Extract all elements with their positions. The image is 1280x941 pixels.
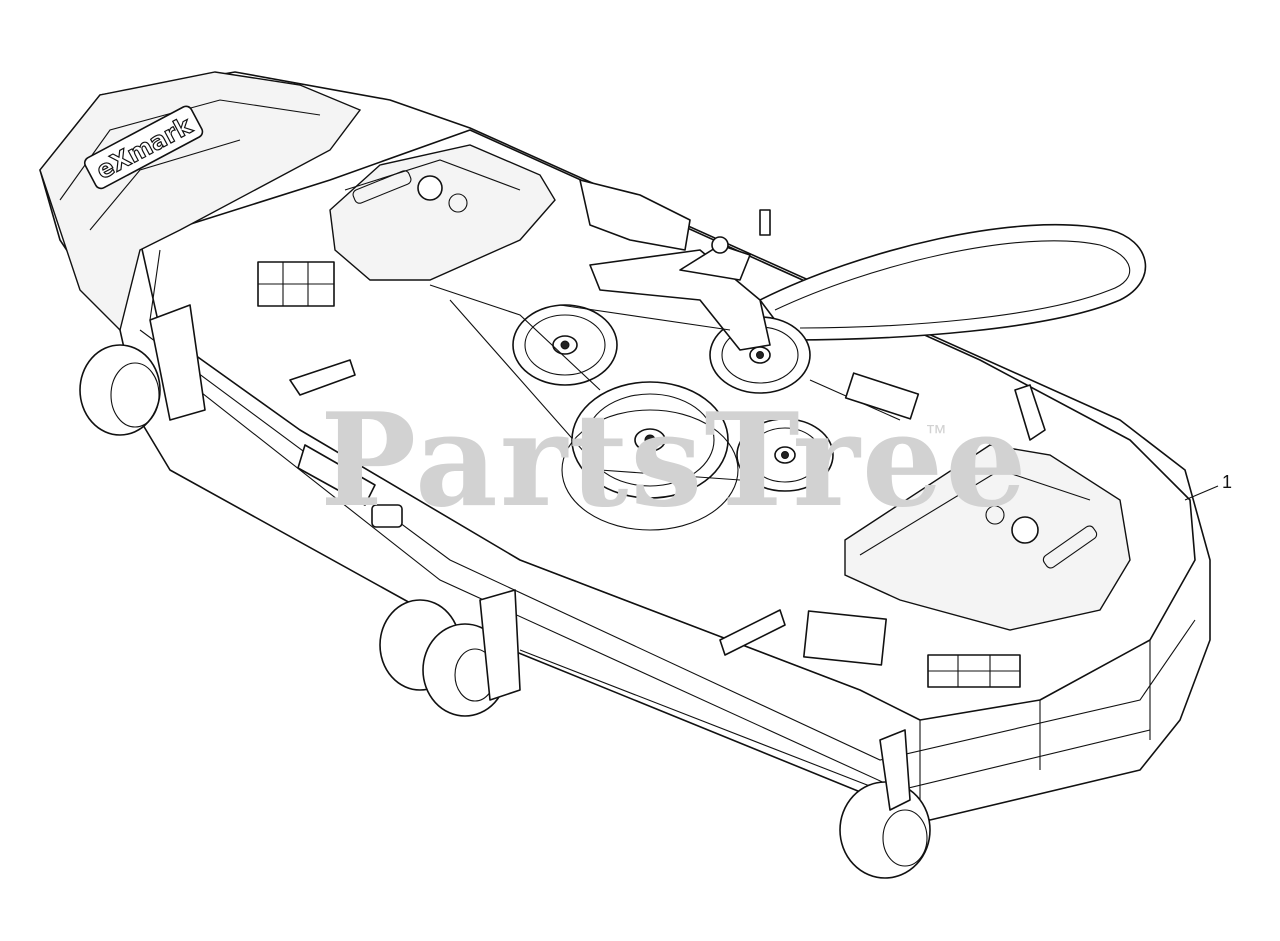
model-decal [297,444,403,528]
left-belt-cover: eXmark [39,71,362,332]
pulley-right [736,418,834,492]
safety-decal-left [257,261,335,307]
right-spindle-cover [844,444,1131,631]
pulley-center [561,381,739,531]
left-spindle-cover [329,144,556,281]
safety-decal-right [927,654,1021,688]
deck-brackets [289,179,1046,656]
anti-scalp-wheel-left [79,304,206,436]
idler-arm [589,209,771,351]
partstree-watermark: PartsTree ™ [320,386,1029,536]
anti-scalp-wheel-right [839,729,931,879]
callout-label: 1 [1222,472,1232,492]
safety-decal-center [844,372,920,420]
height-decal [803,610,887,666]
callout-1: 1 [1184,472,1232,501]
anti-scalp-wheel-mid [379,589,521,717]
svg-text:™: ™ [925,420,947,445]
pulley-left [512,304,618,386]
drive-belt [759,224,1147,341]
svg-text:PartsTree: PartsTree [320,386,1029,536]
